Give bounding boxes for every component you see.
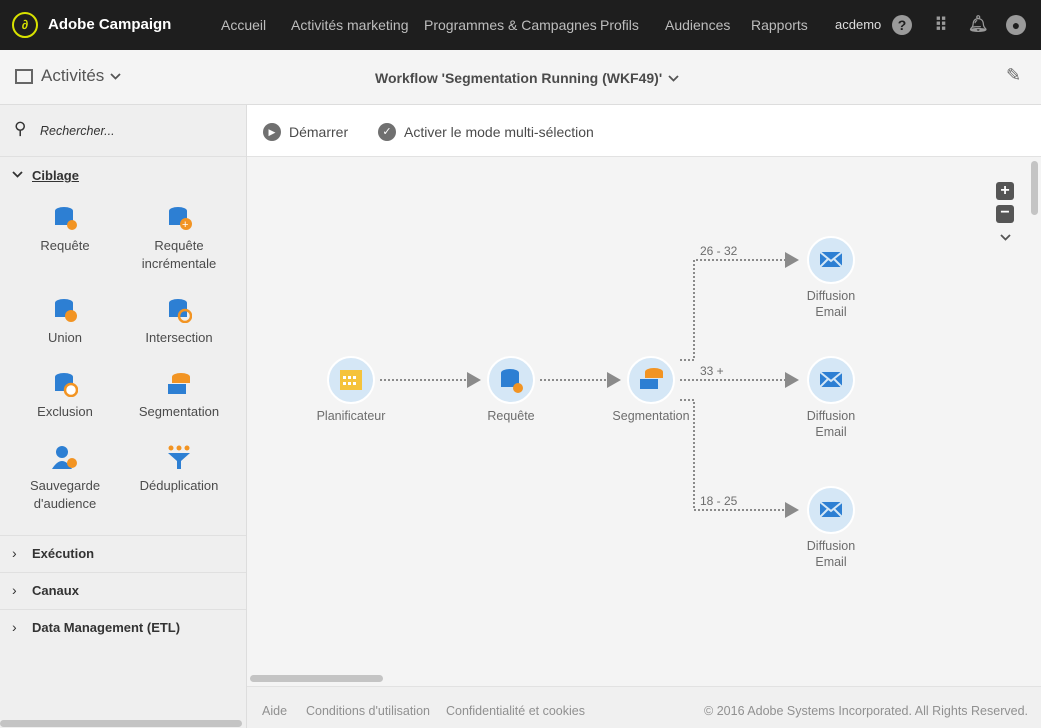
avatar-icon[interactable]: ● [1006,15,1026,35]
envelope-icon [819,371,843,388]
adobe-campaign-logo-icon[interactable]: ∂ [12,12,38,38]
funnel-icon [168,445,190,469]
activity-intersection[interactable]: Intersection [129,297,229,347]
activities-sidebar: ⚲ Rechercher... Ciblage Requête +Requête… [0,105,247,728]
start-button[interactable]: Démarrer [289,124,349,140]
chevron-right-icon: › [12,619,17,635]
zoom-out-icon[interactable]: − [996,205,1014,223]
footer-copyright: © 2016 Adobe Systems Incorporated. All R… [704,704,1028,718]
segmentation-icon [168,373,190,394]
top-nav-bar: ∂ Adobe Campaign Accueil Activités marke… [0,0,1041,50]
svg-text:+: + [182,219,188,231]
envelope-icon [819,501,843,518]
node-label: Planificateur [316,409,386,423]
bell-icon[interactable]: 🔔︎ [968,16,989,33]
chevron-down-icon[interactable] [1000,234,1011,241]
workflow-title[interactable]: Workflow 'Segmentation Running (WKF49)' [375,70,663,86]
activity-union[interactable]: Union [15,297,115,347]
activities-panel-selector[interactable]: Activités [41,66,121,86]
chevron-down-icon[interactable] [12,171,23,178]
search-icon: ⚲ [14,119,27,138]
nav-rapports[interactable]: Rapports [751,17,808,33]
edge-label: 18 - 25 [700,494,738,508]
node-label: Diffusion Email [806,289,856,319]
intersection-icon [169,299,192,323]
nav-activites-marketing[interactable]: Activités marketing [291,17,409,33]
apps-grid-icon[interactable]: ⠿ [934,15,947,35]
node-label: Diffusion Email [806,539,856,569]
sidebar-scrollbar[interactable] [0,720,242,727]
footer: Aide Conditions d'utilisation Confidenti… [247,686,1041,728]
node-diffusion-email[interactable] [807,356,855,404]
multi-select-button[interactable]: Activer le mode multi-sélection [404,124,594,140]
workflow-toolbar: ▶ Démarrer ✓ Activer le mode multi-sélec… [247,105,1041,157]
zoom-in-icon[interactable]: + [996,182,1014,200]
audience-icon [52,446,77,469]
help-icon[interactable]: ? [892,15,912,35]
brand-name[interactable]: Adobe Campaign [48,16,172,33]
edit-pencil-icon[interactable]: ✎ [1006,65,1022,85]
chevron-down-icon[interactable] [668,74,679,82]
page-header: Activités Workflow 'Segmentation Running… [0,50,1041,105]
play-icon[interactable]: ▶ [263,123,281,141]
activity-sauvegarde-audience[interactable]: Sauvegarde d'audience [15,445,115,513]
database-plus-icon: + [169,207,192,231]
nav-accueil[interactable]: Accueil [221,17,267,33]
node-label: Diffusion Email [806,409,856,439]
workflow-canvas[interactable]: 26 - 32 33 + 18 - 25 Planificateur Requê… [247,157,1028,670]
chevron-down-icon[interactable] [110,72,121,80]
union-icon [55,299,77,322]
edge-label: 33 + [700,364,724,378]
segmentation-icon [640,368,663,389]
node-diffusion-email[interactable] [807,486,855,534]
connectors [380,252,799,518]
footer-privacy-link[interactable]: Confidentialité et cookies [446,704,585,718]
activity-exclusion[interactable]: Exclusion [15,371,115,421]
search-box[interactable]: ⚲ Rechercher... [0,105,246,157]
vertical-scrollbar[interactable] [1028,157,1041,670]
edge-segment-26-32 [680,252,799,361]
footer-aide-link[interactable]: Aide [262,704,288,718]
nav-profils[interactable]: Profils [600,17,639,33]
envelope-icon [819,251,843,268]
node-requete[interactable] [487,356,535,404]
workflow-selector[interactable]: Workflow 'Segmentation Running (WKF49)' [375,70,679,86]
panel-toggle-icon[interactable] [15,69,33,84]
nav-programmes-campagnes[interactable]: Programmes & Campagnes [424,17,597,33]
activity-requete-incrementale[interactable]: +Requête incrémentale [129,205,229,273]
node-planificateur[interactable] [327,356,375,404]
database-icon [501,369,523,393]
footer-conditions-link[interactable]: Conditions d'utilisation [306,704,430,718]
exclusion-icon [55,373,78,397]
database-icon [55,207,77,230]
section-execution[interactable]: ›Exécution [0,535,246,572]
checkmark-icon[interactable]: ✓ [378,123,396,141]
node-diffusion-email[interactable] [807,236,855,284]
activities-panel-title[interactable]: Activités [41,66,105,85]
edge-segment-18-25 [680,399,799,518]
section-ciblage[interactable]: Ciblage [32,168,79,183]
calendar-icon [340,370,362,390]
user-name[interactable]: acdemo [835,17,882,32]
activity-deduplication[interactable]: Déduplication [129,445,229,495]
activity-requete[interactable]: Requête [15,205,115,255]
chevron-right-icon: › [12,582,17,598]
section-data-management[interactable]: ›Data Management (ETL) [0,609,246,646]
search-input[interactable]: Rechercher... [40,124,115,138]
activity-segmentation[interactable]: Segmentation [129,371,229,421]
section-canaux[interactable]: ›Canaux [0,572,246,609]
node-segmentation[interactable] [627,356,675,404]
chevron-right-icon: › [12,545,17,561]
edge-label: 26 - 32 [700,244,738,258]
horizontal-scrollbar[interactable] [247,670,1041,686]
node-label: Requête [487,409,535,423]
nav-audiences[interactable]: Audiences [665,17,731,33]
node-label: Segmentation [612,409,690,423]
